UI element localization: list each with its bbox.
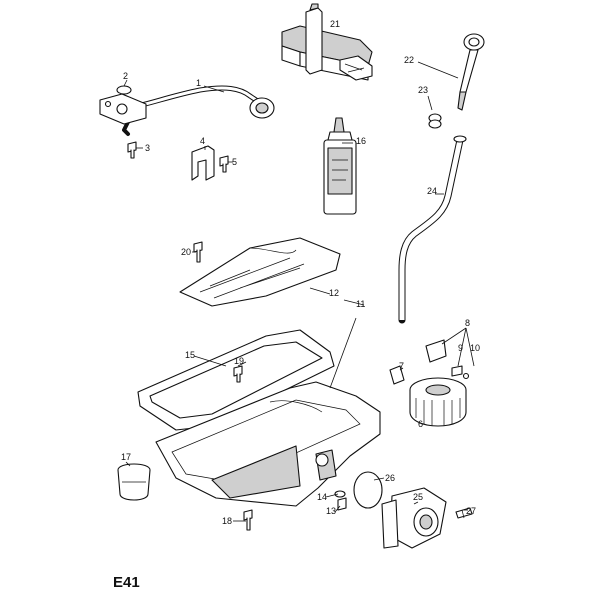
bracket-illustration (191, 145, 229, 181)
part-label-23: 23 (418, 85, 428, 95)
part-number-labels: 1 2 3 4 5 6 7 8 9 10 11 12 13 14 15 16 1… (121, 19, 480, 526)
part-label-17: 17 (121, 452, 131, 462)
part-label-14: 14 (317, 492, 327, 502)
part-label-11: 11 (356, 299, 365, 309)
part-label-15: 15 (185, 350, 195, 360)
part-label-3: 3 (145, 143, 150, 153)
sealant-bottle-illustration (323, 117, 357, 215)
part-label-2: 2 (123, 71, 128, 81)
part-label-13: 13 (326, 506, 336, 516)
part-label-6: 6 (418, 419, 423, 429)
part-label-4: 4 (200, 136, 205, 146)
oil-filter-illustration (389, 339, 470, 427)
sealant-kit-illustration (281, 3, 373, 81)
callout-lines (123, 61, 475, 522)
part-label-10: 10 (470, 343, 480, 353)
part-label-25: 25 (413, 492, 423, 502)
sleeve-illustration (117, 463, 151, 501)
oil-pan-gasket-illustration (137, 329, 335, 431)
part-label-26: 26 (385, 473, 395, 483)
part-label-24: 24 (427, 186, 437, 196)
drain-plug-illustration (243, 471, 383, 531)
part-label-1: 1 (196, 78, 201, 88)
oil-pan-illustration (155, 381, 381, 507)
part-label-9: 9 (458, 343, 463, 353)
part-label-27: 27 (466, 506, 476, 516)
part-label-22: 22 (404, 55, 414, 65)
diagram-code: E41 (113, 574, 140, 591)
part-label-7: 7 (399, 361, 404, 371)
part-label-20: 20 (181, 247, 191, 257)
part-label-8: 8 (465, 318, 470, 328)
part-label-21: 21 (330, 19, 340, 29)
part-label-12: 12 (329, 288, 339, 298)
part-label-5: 5 (232, 157, 237, 167)
part-label-19: 19 (234, 356, 244, 366)
part-label-18: 18 (222, 516, 232, 526)
oil-pipe-illustration (99, 85, 275, 159)
baffle-plate-illustration (179, 237, 341, 307)
dipstick-illustration (398, 33, 485, 324)
part-label-16: 16 (356, 136, 366, 146)
filter-housing-illustration (381, 487, 473, 549)
